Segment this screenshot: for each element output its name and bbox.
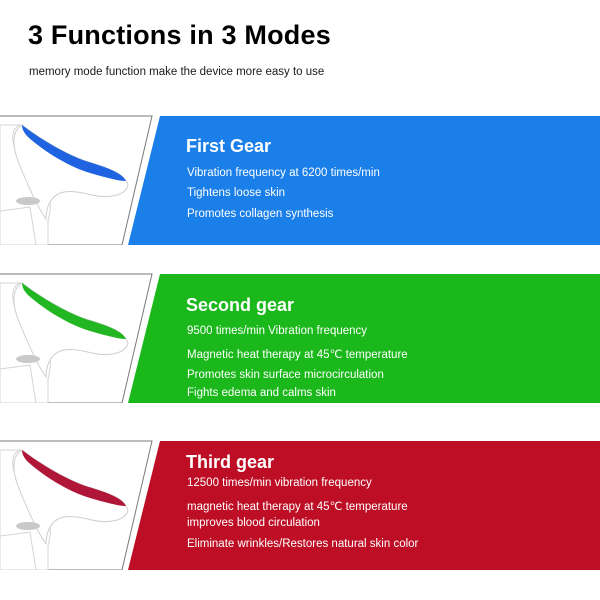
feature-text: Promotes skin surface microcirculation <box>187 369 384 381</box>
feature-text: magnetic heat therapy at 45℃ temperature <box>187 501 408 513</box>
feature-text: Magnetic heat therapy at 45℃ temperature <box>187 349 408 361</box>
neck-massager-device-red-icon <box>0 440 160 570</box>
feature-text: Eliminate wrinkles/Restores natural skin… <box>187 538 419 550</box>
mode-third-gear: Third gear 12500 times/min vibration fre… <box>0 440 600 570</box>
gear-title: Second gear <box>186 295 295 315</box>
feature-text: improves blood circulation <box>187 517 320 529</box>
feature-text: Fights edema and calms skin <box>187 387 336 399</box>
banner-shape <box>0 440 600 570</box>
feature-text: Vibration frequency at 6200 times/min <box>187 167 380 179</box>
feature-text: Tightens loose skin <box>187 187 286 199</box>
mode-banner <box>0 273 600 403</box>
mode-banner <box>0 115 600 245</box>
feature-text: Promotes collagen synthesis <box>187 208 334 220</box>
banner-shape <box>0 273 600 403</box>
mode-second-gear: Second gear 9500 times/min Vibration fre… <box>0 273 600 403</box>
mode-first-gear: First Gear Vibration frequency at 6200 t… <box>0 115 600 245</box>
feature-text: 9500 times/min Vibration frequency <box>187 325 368 337</box>
neck-massager-device-blue-icon <box>0 115 160 245</box>
gear-title: First Gear <box>186 136 272 156</box>
feature-text: 12500 times/min vibration frequency <box>187 477 372 489</box>
gear-title: Third gear <box>186 452 275 472</box>
mode-banner <box>0 440 600 570</box>
page-subtitle: memory mode function make the device mor… <box>29 66 325 78</box>
banner-shape <box>0 115 600 245</box>
page-title: 3 Functions in 3 Modes <box>28 20 331 50</box>
neck-massager-device-green-icon <box>0 273 160 403</box>
